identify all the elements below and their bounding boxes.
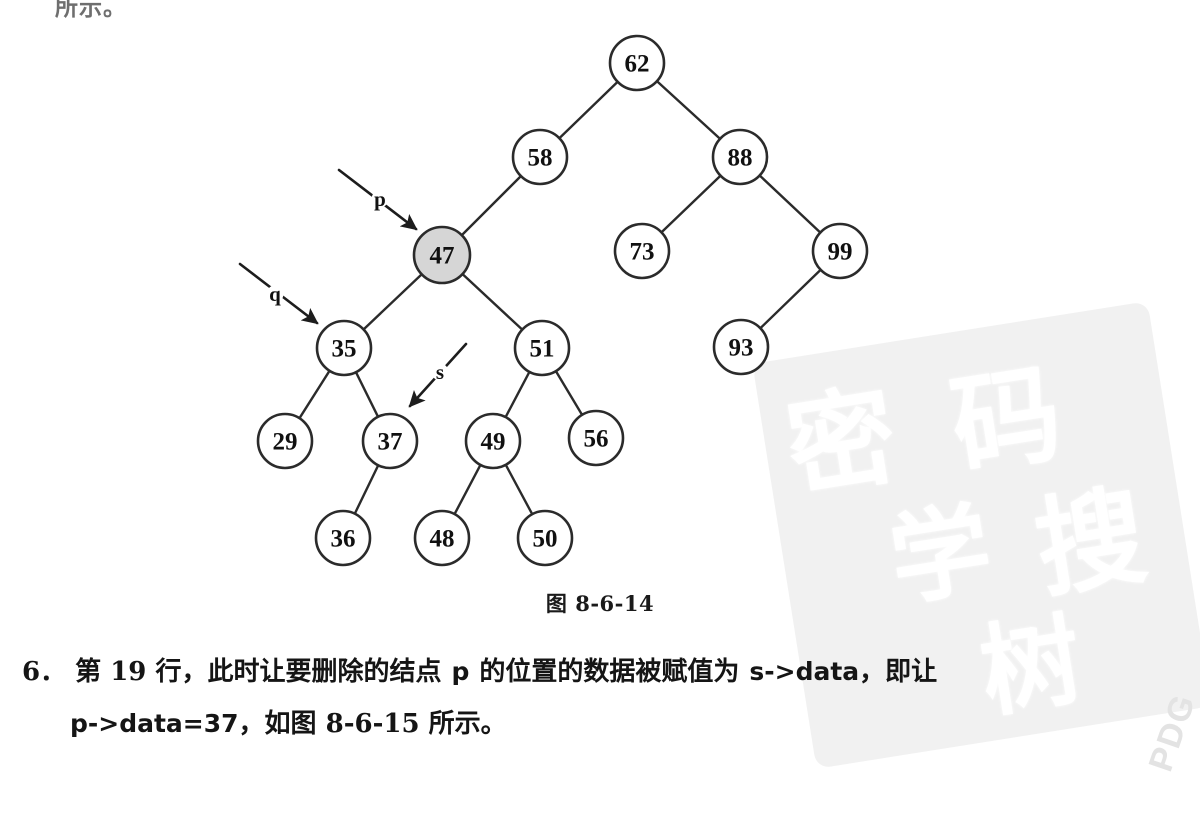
node-circle-56: [567, 409, 625, 467]
tree-edge-88-99: [757, 173, 823, 235]
pointer-label-p: p: [374, 187, 386, 211]
tree-svg: 62 58 88 47 73 99 35 51 93 29 37 49 56 36 48 50 p q s: [238, 34, 869, 567]
tree-node-47[interactable]: 47: [412, 225, 472, 285]
paragraph-text-c: ，即让: [859, 657, 938, 687]
tree-node-62[interactable]: 62: [608, 34, 666, 92]
node-circle-99: [811, 222, 869, 280]
node-circle-36: [314, 509, 372, 567]
tree-edge-51-56: [554, 369, 584, 417]
node-circle-73: [613, 222, 671, 280]
node-circle-93: [712, 318, 770, 376]
tree-edge-47-51: [460, 272, 525, 332]
node-label-47: 47: [430, 243, 455, 270]
paragraph-code-pdata: p->data=37: [70, 709, 239, 738]
paragraph-text-a: 第 19 行，此时让要删除的结点: [75, 657, 442, 687]
pointer-label-halo-p: [371, 190, 389, 208]
tree-node-35[interactable]: 35: [315, 319, 373, 377]
paragraph-code-p: p: [451, 657, 470, 686]
tree-edge-47-35: [361, 272, 424, 332]
node-circle-49: [464, 412, 522, 470]
node-label-93: 93: [729, 335, 754, 362]
node-label-99: 99: [828, 239, 853, 266]
tree-node-48[interactable]: 48: [413, 509, 471, 567]
tree-edge-58-47: [459, 174, 523, 238]
tree-node-50[interactable]: 50: [516, 509, 574, 567]
tree-edge-51-49: [503, 369, 532, 420]
node-circle-88: [711, 128, 769, 186]
node-label-36: 36: [331, 526, 356, 553]
node-label-58: 58: [528, 145, 553, 172]
tree-node-58[interactable]: 58: [511, 128, 569, 186]
tree-node-36[interactable]: 36: [314, 509, 372, 567]
node-label-29: 29: [273, 429, 298, 456]
node-circle-29: [256, 412, 314, 470]
binary-search-tree-figure: 62 58 88 47 73 99 35 51 93 29 37 49 56 36 48 50 p q s: [238, 34, 869, 567]
top-cutoff-text: 所示。: [55, 0, 127, 20]
paragraph-code-sdata: s->data: [749, 657, 860, 686]
tree-edge-99-93: [758, 267, 823, 331]
node-label-37: 37: [378, 429, 403, 456]
tree-edge-49-48: [452, 462, 483, 517]
tree-node-51[interactable]: 51: [513, 319, 571, 377]
tree-node-88[interactable]: 88: [711, 128, 769, 186]
pointer-q: q: [238, 262, 319, 325]
pointer-label-halo-s: [431, 363, 449, 381]
node-label-50: 50: [533, 526, 558, 553]
tree-edge-88-73: [659, 173, 723, 235]
pointer-label-s: s: [436, 360, 444, 384]
node-label-73: 73: [630, 239, 655, 266]
tree-edge-62-58: [557, 79, 620, 141]
paragraph-text-b: 的位置的数据被赋值为: [479, 657, 740, 687]
figure-caption: 图 8-6-14: [545, 591, 655, 616]
tree-edge-62-88: [655, 79, 722, 141]
node-label-48: 48: [430, 526, 455, 553]
node-circle-62: [608, 34, 666, 92]
tree-node-93[interactable]: 93: [712, 318, 770, 376]
tree-edge-49-50: [504, 462, 534, 517]
pointer-label-halo-q: [266, 285, 284, 303]
node-circle-37: [361, 412, 419, 470]
tree-pointer-layer: p q s: [238, 168, 468, 408]
body-paragraph: 6． 第 19 行，此时让要删除的结点 p 的位置的数据被赋值为 s->data，即让…: [22, 646, 1182, 750]
tree-node-56[interactable]: 56: [567, 409, 625, 467]
node-circle-51: [513, 319, 571, 377]
node-circle-50: [516, 509, 574, 567]
pointer-s: s: [408, 342, 468, 408]
tree-node-29[interactable]: 29: [256, 412, 314, 470]
paragraph-line-2: p->data=37，如图 8-6-15 所示。: [22, 698, 1182, 750]
node-circle-48: [413, 509, 471, 567]
tree-node-99[interactable]: 99: [811, 222, 869, 280]
paragraph-text-d: ，如图 8-6-15 所示。: [238, 709, 507, 739]
tree-node-37[interactable]: 37: [361, 412, 419, 470]
tree-edge-35-29: [297, 368, 332, 421]
tree-edge-35-37: [354, 370, 380, 419]
node-circle-58: [511, 128, 569, 186]
node-label-49: 49: [481, 429, 506, 456]
node-label-51: 51: [530, 336, 555, 363]
node-label-62: 62: [625, 51, 650, 78]
node-circle-35: [315, 319, 373, 377]
node-label-56: 56: [584, 426, 609, 453]
node-circle-47: [412, 225, 472, 285]
tree-node-layer: 62 58 88 47 73 99 35 51 93 29 37 49 56 36 48 50: [256, 34, 869, 567]
pointer-label-q: q: [269, 282, 281, 306]
tree-node-73[interactable]: 73: [613, 222, 671, 280]
node-label-88: 88: [728, 145, 753, 172]
pointer-p: p: [337, 168, 418, 231]
node-label-35: 35: [332, 336, 357, 363]
tree-node-49[interactable]: 49: [464, 412, 522, 470]
paragraph-item-number: 6．: [22, 657, 67, 687]
tree-edge-37-36: [353, 463, 380, 516]
paragraph-line-1: 6． 第 19 行，此时让要删除的结点 p 的位置的数据被赋值为 s->data，即让: [22, 646, 1182, 698]
tree-edge-layer: [297, 79, 823, 517]
